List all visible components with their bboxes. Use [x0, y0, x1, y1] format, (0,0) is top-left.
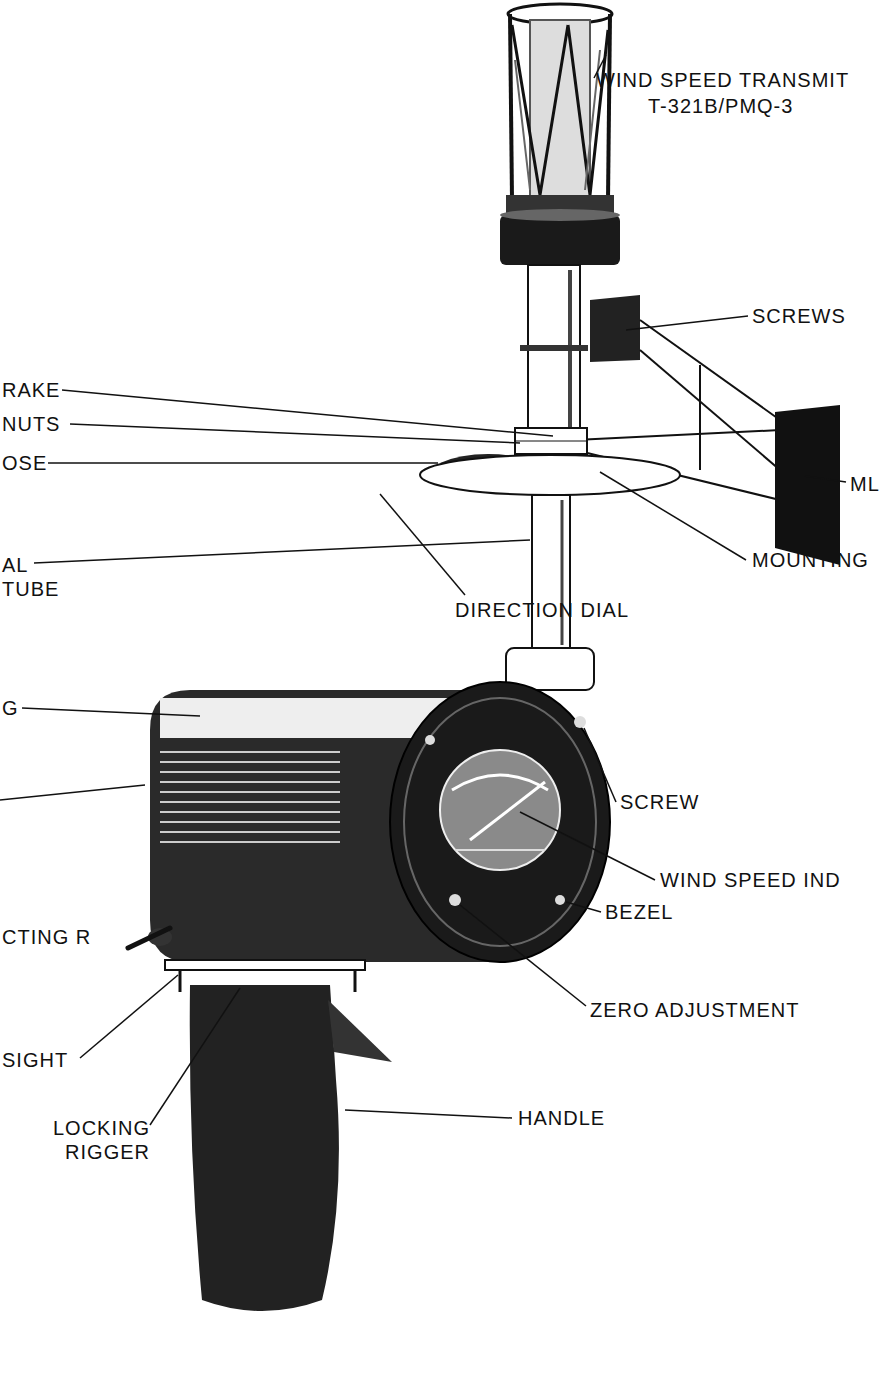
part-label: OSE	[2, 451, 47, 475]
part-label: SCREWS	[752, 304, 846, 328]
part-label: MOUNTING	[752, 548, 869, 572]
part-label: SIGHT	[2, 1048, 68, 1072]
part-label: LOCKING RIGGER	[24, 1116, 150, 1164]
part-label: WIND SPEED IND	[660, 868, 841, 892]
part-label: BEZEL	[605, 900, 673, 924]
part-label: WIND SPEED TRANSMIT	[596, 68, 849, 92]
part-label: DIRECTION DIAL	[455, 598, 629, 622]
part-label: SCREW	[620, 790, 699, 814]
part-label: CTING R	[2, 925, 94, 949]
part-label: ZERO ADJUSTMENT	[590, 998, 799, 1022]
part-label: RAKE	[2, 378, 60, 402]
part-label: T-321B/PMQ-3	[648, 94, 793, 118]
part-label: HANDLE	[518, 1106, 605, 1130]
part-label: NUTS	[2, 412, 60, 436]
part-label: ML	[850, 472, 880, 496]
part-label: G	[2, 696, 19, 720]
part-label: AL TUBE	[2, 553, 84, 601]
